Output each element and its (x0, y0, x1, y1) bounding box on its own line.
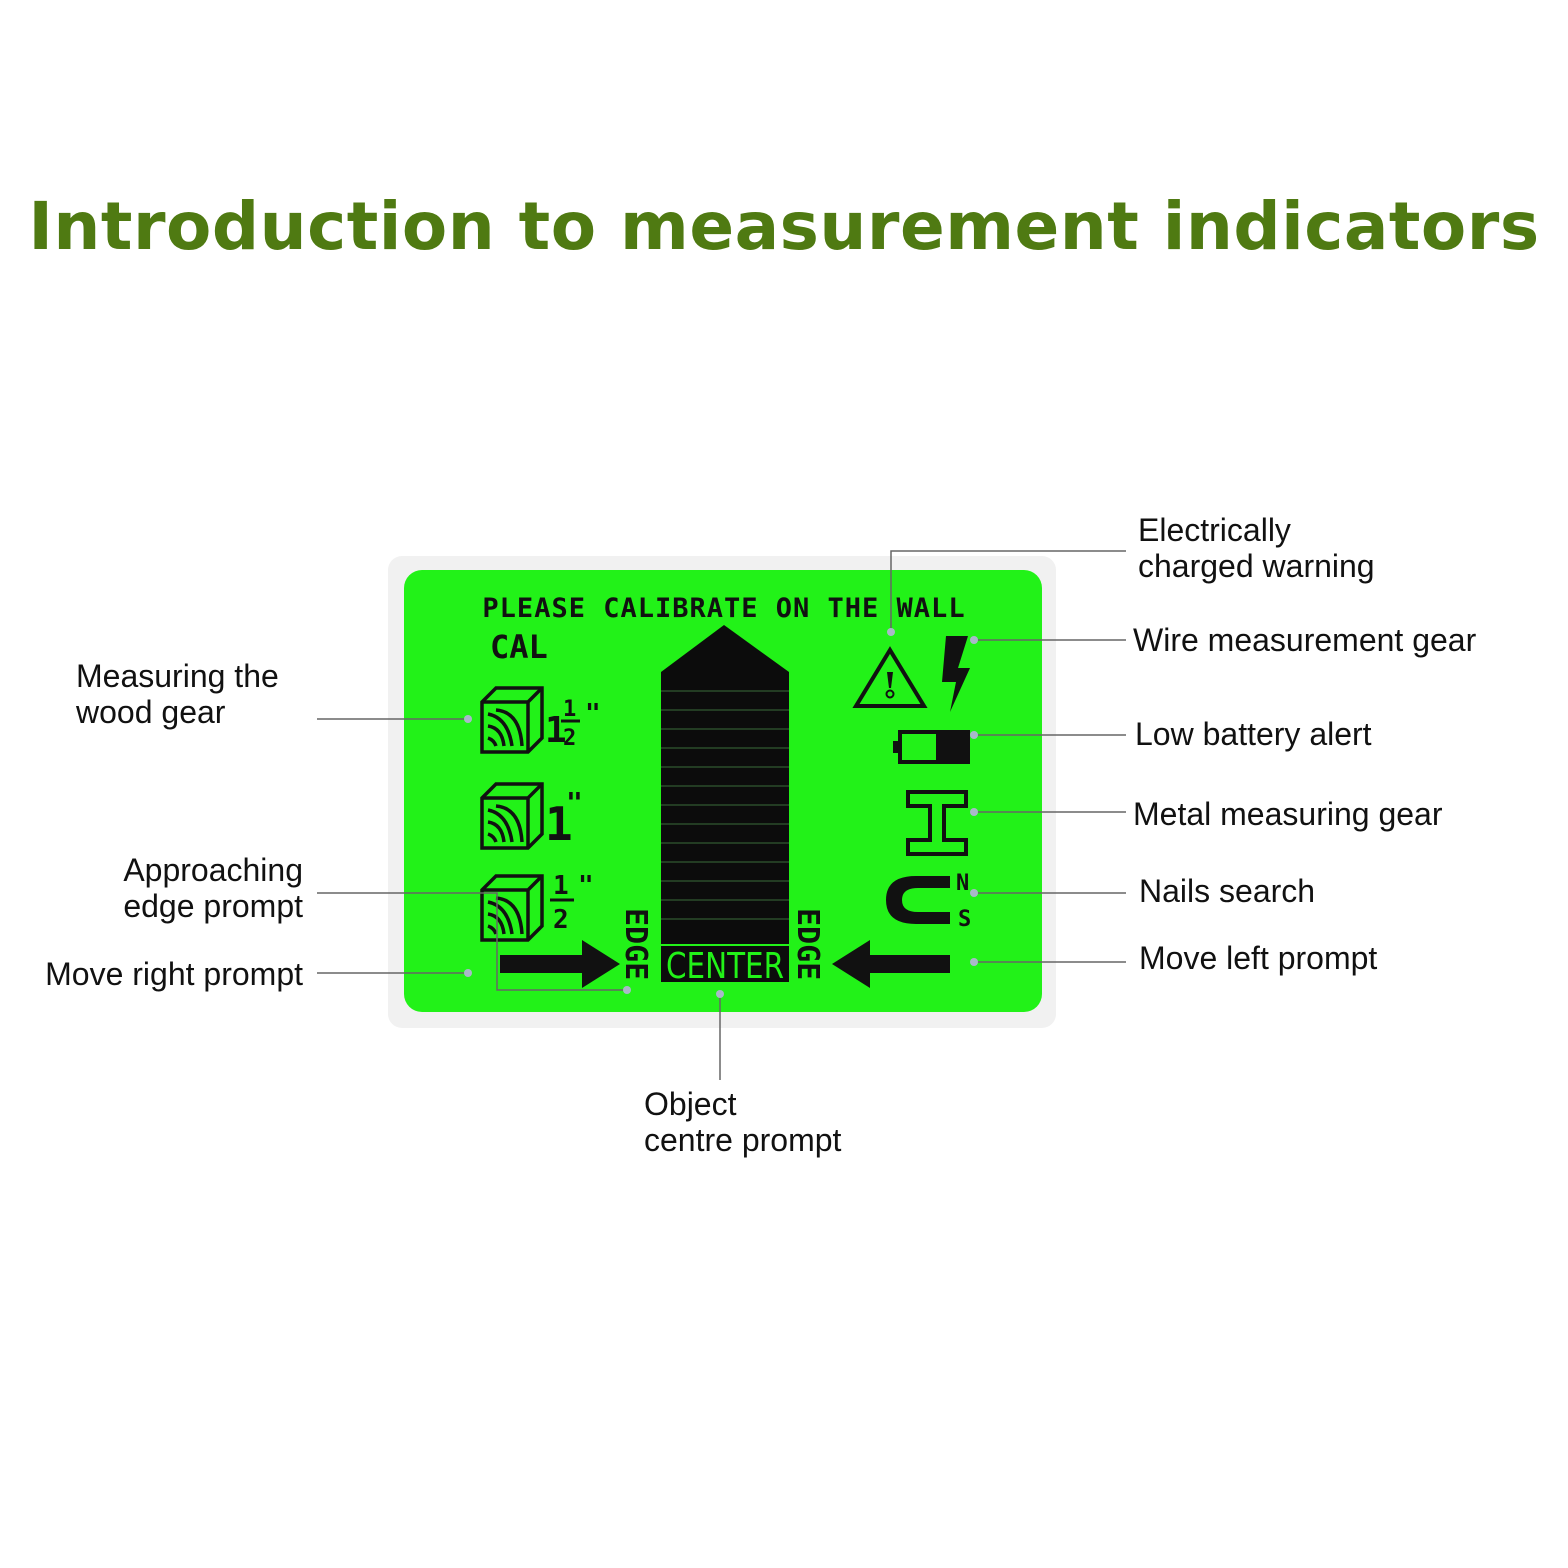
callout-wood-gear: Measuring the wood gear (76, 658, 279, 730)
wood-1-unit: " (585, 699, 601, 729)
edge-right-text: EDGE (790, 908, 825, 980)
magnet-s-text: S (958, 907, 971, 932)
wood-3-num: 1 (553, 871, 569, 901)
center-text: CENTER (666, 946, 784, 987)
callout-electric-warning: Electrically charged warning (1138, 512, 1375, 584)
callout-move-left: Move left prompt (1139, 940, 1378, 976)
signal-bar-gauge (661, 625, 789, 944)
metal-ibeam-icon (906, 790, 968, 856)
callout-approaching-edge: Approaching edge prompt (123, 852, 303, 924)
wood-block-icon (480, 874, 544, 942)
battery-icon (893, 730, 970, 764)
wood-block-icon (480, 782, 544, 850)
move-right-arrow-icon (500, 940, 620, 988)
magnet-icon (886, 876, 950, 924)
wood-2-unit: " (566, 786, 583, 819)
callout-metal-gear: Metal measuring gear (1133, 796, 1443, 832)
calibrate-text: PLEASE CALIBRATE ON THE WALL (482, 593, 965, 624)
move-left-arrow-icon (832, 940, 950, 988)
wood-1-den: 2 (563, 726, 576, 751)
magnet-n-text: N (956, 871, 969, 896)
callout-object-centre: Object centre prompt (644, 1086, 842, 1158)
wood-2-whole: 1 (545, 797, 573, 851)
lightning-icon (942, 636, 970, 712)
wood-3-unit: " (578, 871, 594, 901)
page-title: Introduction to measurement indicators (28, 188, 1540, 265)
wood-3-den: 2 (553, 905, 569, 935)
center-indicator (661, 946, 789, 982)
edge-left-text: EDGE (618, 908, 653, 980)
cal-text: CAL (490, 628, 548, 666)
callout-low-battery: Low battery alert (1135, 716, 1372, 752)
wood-1-num: 1 (563, 697, 576, 722)
warning-triangle-icon (852, 646, 928, 708)
wood-block-icon (480, 686, 544, 754)
callout-wire-gear: Wire measurement gear (1133, 622, 1477, 658)
callout-nails-search: Nails search (1139, 873, 1316, 909)
callout-move-right: Move right prompt (45, 956, 303, 992)
